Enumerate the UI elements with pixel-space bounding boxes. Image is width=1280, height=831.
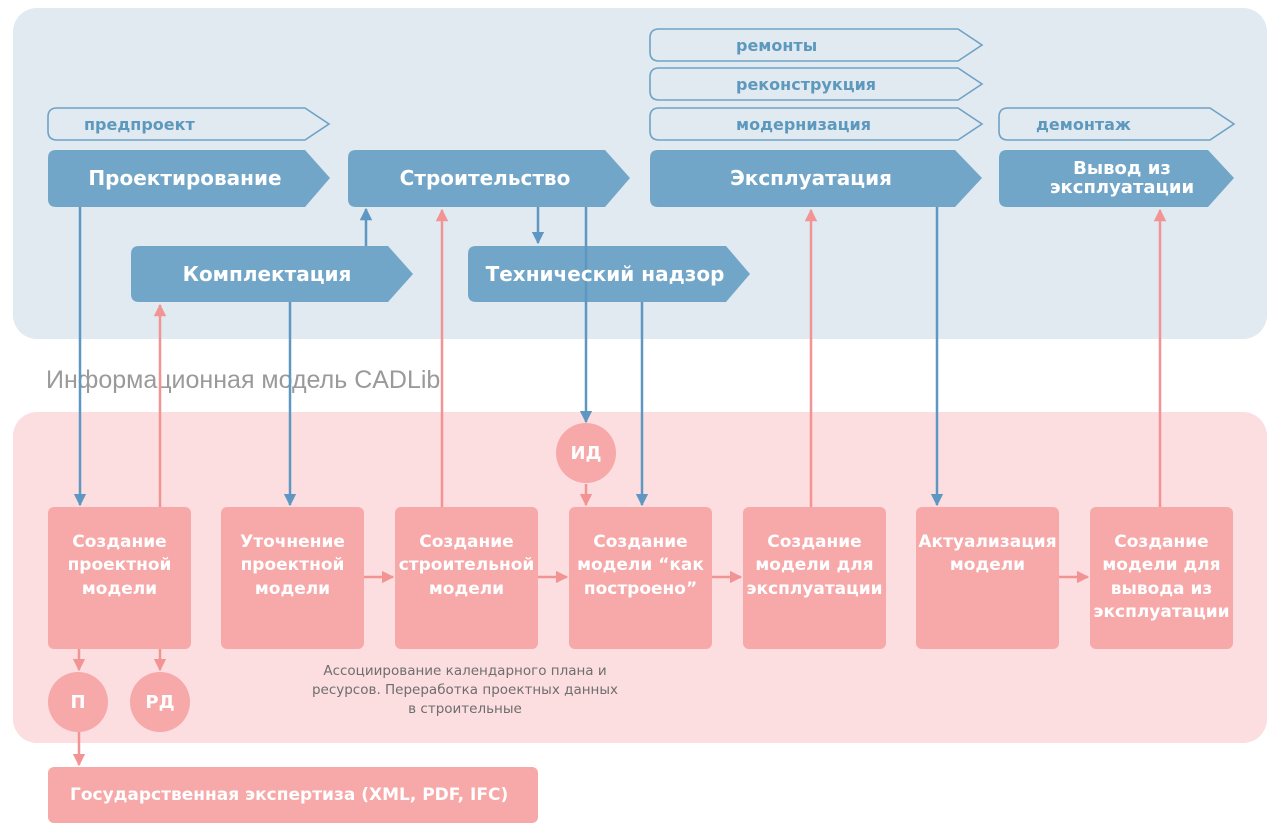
circle-rd: РД <box>130 672 190 732</box>
step-construction-model: Создание строительной модели <box>395 507 538 649</box>
step-refine-model: Уточнение проектной модели <box>221 507 364 649</box>
stage-operation: Эксплуатация <box>730 166 892 190</box>
tag-repairs: ремонты <box>736 35 818 55</box>
state-expertise-box: Государственная экспертиза (XML, PDF, IF… <box>48 767 538 823</box>
tag-preproject: предпроект <box>84 114 195 134</box>
step-as-built-model: Создание модели “как построено” <box>569 507 712 649</box>
tag-repairs-shape <box>649 28 984 62</box>
stage-procurement: Комплектация <box>182 261 352 286</box>
stage-decommission-shape <box>999 150 1234 207</box>
note-text: Ассоциирование календарного плана и ресу… <box>311 663 619 717</box>
circle-id-docs: ИД <box>556 423 616 483</box>
stage-procurement-shape <box>131 246 413 302</box>
stage-operation-shape <box>650 150 982 207</box>
step-operation-model: Создание модели для эксплуатации <box>743 507 886 649</box>
step-decommission-model: Создание модели для вывода из эксплуатац… <box>1090 507 1233 649</box>
tag-modernization-shape <box>649 107 984 141</box>
step-design-model: Создание проектной модели <box>48 507 191 649</box>
tag-dismantling-shape <box>998 107 1236 141</box>
tag-reconstruction-shape <box>649 67 984 101</box>
step-update-model: Актуализация модели <box>916 507 1059 649</box>
stage-supervision: Технический надзор <box>485 261 725 286</box>
tag-modernization: модернизация <box>736 114 871 134</box>
stage-construction-shape <box>348 150 630 207</box>
circle-p: П <box>48 672 108 732</box>
tag-reconstruction: реконструкция <box>736 74 877 94</box>
stage-decommission: Вывод из эксплуатации <box>1049 157 1195 198</box>
stage-supervision-shape <box>468 246 750 302</box>
model-title: Информационная модель CADLib <box>46 366 441 394</box>
stage-design-shape <box>48 150 330 207</box>
stage-construction: Строительство <box>399 166 571 190</box>
tag-preproject-shape <box>47 107 331 141</box>
stage-design: Проектирование <box>88 166 282 190</box>
tag-dismantling: демонтаж <box>1036 114 1131 134</box>
